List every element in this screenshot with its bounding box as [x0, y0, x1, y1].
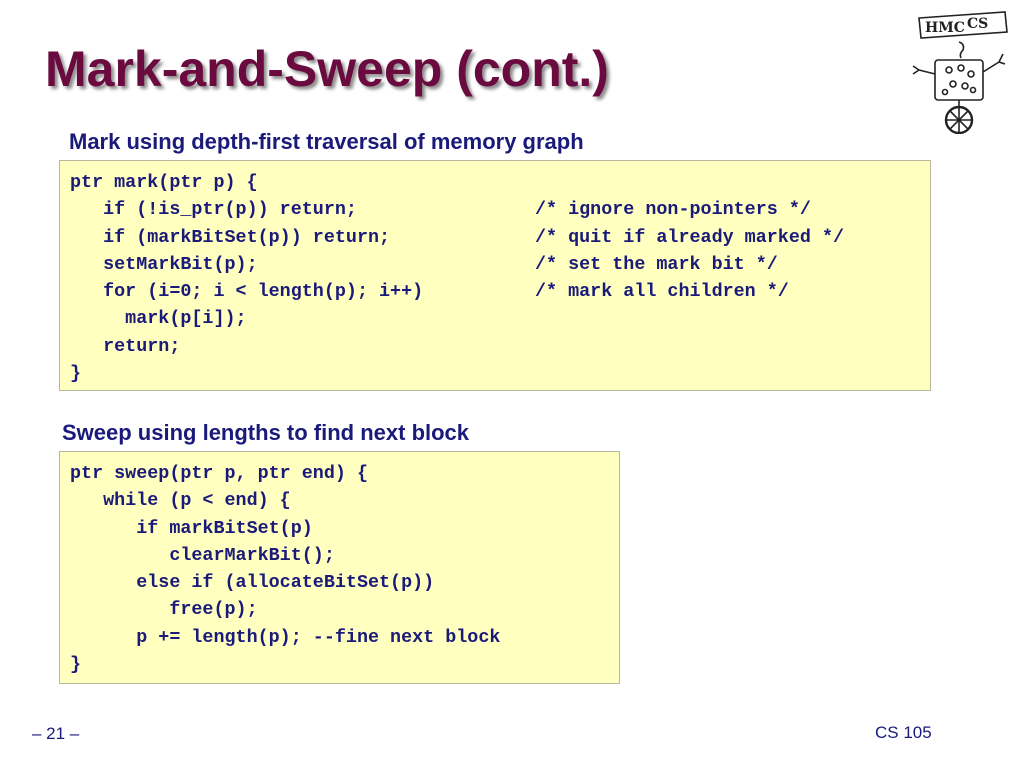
code-line: return; — [70, 333, 930, 360]
page-number: – 21 – — [32, 724, 80, 743]
code-text: mark(p[i]); — [70, 308, 247, 330]
code-text: if (!is_ptr(p)) return; — [70, 199, 357, 221]
code-text: free(p); — [70, 599, 258, 621]
code-text: ptr sweep(ptr p, ptr end) { — [70, 463, 368, 484]
code-line: while (p < end) { — [70, 487, 619, 514]
code-text: if markBitSet(p) — [70, 517, 313, 539]
code-text: ptr mark(ptr p) { — [70, 172, 258, 193]
code-text: } — [70, 654, 82, 676]
code-line: setMarkBit(p); /* set the mark bit */ — [70, 251, 930, 278]
code-comment: /* ignore non-pointers */ — [535, 199, 811, 221]
code-line: clearMarkBit(); — [70, 542, 619, 569]
code-comment: /* set the mark bit */ — [535, 253, 778, 275]
code-line: for (i=0; i < length(p); i++) /* mark all… — [70, 278, 930, 305]
code-comment: /* quit if already marked */ — [535, 226, 845, 248]
code-text: p += length(p); --fine next block — [70, 626, 501, 648]
code-line: } — [70, 651, 619, 678]
hmc-cs-robot-logo: HMC CS — [912, 11, 1008, 134]
code-text: setMarkBit(p); — [70, 253, 258, 275]
code-text: for (i=0; i < length(p); i++) — [70, 281, 424, 303]
mark-heading: Mark using depth-first traversal of memo… — [69, 129, 584, 154]
svg-text:CS: CS — [967, 16, 988, 32]
code-text: while (p < end) { — [70, 490, 291, 512]
mark-code-block: ptr mark(ptr p) { if (!is_ptr(p)) return… — [59, 160, 931, 391]
code-text: return; — [70, 335, 181, 357]
code-line: if (markBitSet(p)) return; /* quit if alr… — [70, 224, 930, 251]
code-line: free(p); — [70, 596, 619, 623]
code-comment: /* mark all children */ — [535, 281, 789, 303]
code-text: if (markBitSet(p)) return; — [70, 226, 391, 248]
code-line: mark(p[i]); — [70, 305, 930, 332]
code-line: p += length(p); --fine next block — [70, 624, 619, 651]
sweep-heading: Sweep using lengths to find next block — [62, 420, 470, 445]
code-line: ptr mark(ptr p) { — [70, 169, 930, 196]
code-text: clearMarkBit(); — [70, 544, 335, 566]
code-line: if markBitSet(p) — [70, 515, 619, 542]
code-text: else if (allocateBitSet(p)) — [70, 572, 435, 594]
code-text: } — [70, 363, 82, 385]
code-line: } — [70, 360, 930, 387]
svg-text:HMC: HMC — [925, 20, 965, 36]
code-line: if (!is_ptr(p)) return; /* ignore non-poi… — [70, 196, 930, 223]
slide-title: Mark-and-Sweep (cont.) — [45, 41, 609, 97]
code-line: ptr sweep(ptr p, ptr end) { — [70, 460, 619, 487]
code-line: else if (allocateBitSet(p)) — [70, 569, 619, 596]
sweep-code-block: ptr sweep(ptr p, ptr end) { while (p < e… — [59, 451, 620, 684]
course-label: CS 105 — [875, 723, 932, 742]
